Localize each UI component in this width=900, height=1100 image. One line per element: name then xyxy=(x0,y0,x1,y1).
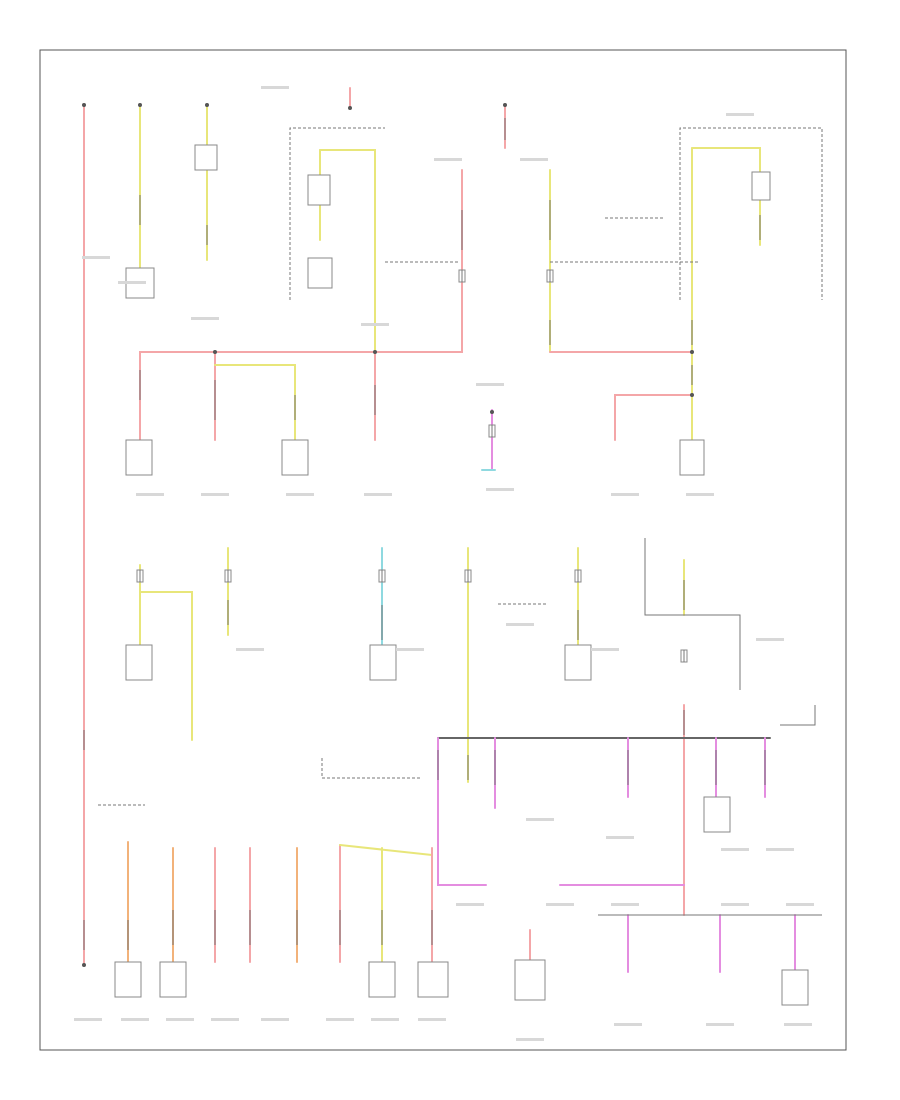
label-placeholder xyxy=(121,1018,149,1021)
component-box xyxy=(514,959,546,1001)
component-box xyxy=(125,439,153,476)
dashed-block-outline xyxy=(679,127,823,300)
label-placeholder xyxy=(526,818,554,821)
splice-nodes-layer xyxy=(82,103,694,967)
label-placeholder xyxy=(516,1038,544,1041)
splice-node xyxy=(205,103,209,107)
label-placeholder xyxy=(546,903,574,906)
label-placeholder xyxy=(361,323,389,326)
label-placeholder xyxy=(611,493,639,496)
label-placeholder xyxy=(286,493,314,496)
label-placeholder xyxy=(486,488,514,491)
components-layer xyxy=(114,144,809,1006)
splice-node xyxy=(138,103,142,107)
label-placeholder xyxy=(236,648,264,651)
label-placeholder xyxy=(686,493,714,496)
wire-yellow xyxy=(139,591,193,741)
wire-yellow xyxy=(339,844,433,856)
diagram-border xyxy=(39,49,847,1051)
splice-node xyxy=(82,103,86,107)
label-placeholder xyxy=(726,113,754,116)
label-placeholder xyxy=(721,848,749,851)
block-outline xyxy=(644,538,741,690)
label-placeholder xyxy=(756,638,784,641)
wire-yellow xyxy=(319,149,376,356)
component-box xyxy=(781,969,809,1006)
label-placeholder xyxy=(261,86,289,89)
label-placeholder xyxy=(74,1018,102,1021)
labels-layer xyxy=(74,86,814,1041)
label-placeholder xyxy=(520,158,548,161)
component-box xyxy=(751,171,771,201)
label-placeholder xyxy=(166,1018,194,1021)
label-placeholder xyxy=(476,383,504,386)
dashed-block-outline xyxy=(289,127,385,300)
component-box xyxy=(369,644,397,681)
wire-violet xyxy=(437,737,487,886)
splice-node xyxy=(373,350,377,354)
label-placeholder xyxy=(456,903,484,906)
label-placeholder xyxy=(614,1023,642,1026)
label-placeholder xyxy=(591,648,619,651)
component-box xyxy=(703,796,731,833)
splice-node xyxy=(348,106,352,110)
label-placeholder xyxy=(371,1018,399,1021)
label-placeholder xyxy=(201,493,229,496)
label-placeholder xyxy=(611,903,639,906)
splice-node xyxy=(690,393,694,397)
component-box xyxy=(307,174,331,206)
component-box xyxy=(564,644,592,681)
label-placeholder xyxy=(364,493,392,496)
dashed-block-outline xyxy=(321,758,420,779)
wire-pink xyxy=(614,394,693,441)
component-box xyxy=(159,961,187,998)
splice-node xyxy=(503,103,507,107)
label-placeholder xyxy=(766,848,794,851)
label-placeholder xyxy=(418,1018,446,1021)
label-placeholder xyxy=(784,1023,812,1026)
relay-box xyxy=(194,144,218,171)
label-placeholder xyxy=(118,281,146,284)
label-placeholder xyxy=(191,317,219,320)
component-box xyxy=(114,961,142,998)
label-placeholder xyxy=(434,158,462,161)
block-outline xyxy=(780,705,816,726)
label-placeholder xyxy=(506,623,534,626)
label-placeholder xyxy=(211,1018,239,1021)
splice-node xyxy=(690,350,694,354)
label-placeholder xyxy=(786,903,814,906)
splice-node xyxy=(490,410,494,414)
splice-node xyxy=(82,963,86,967)
label-placeholder xyxy=(136,493,164,496)
label-placeholder xyxy=(706,1023,734,1026)
component-box xyxy=(368,961,396,998)
wire-yellow xyxy=(691,147,761,246)
wires-layer xyxy=(83,87,796,973)
component-box xyxy=(125,644,153,681)
dashed-blocks-layer xyxy=(98,127,823,916)
label-placeholder xyxy=(82,256,110,259)
label-placeholder xyxy=(261,1018,289,1021)
label-placeholder xyxy=(396,648,424,651)
label-placeholder xyxy=(326,1018,354,1021)
component-box xyxy=(307,257,333,289)
label-placeholder xyxy=(606,836,634,839)
component-box xyxy=(281,439,309,476)
label-placeholder xyxy=(721,903,749,906)
splice-node xyxy=(213,350,217,354)
component-box xyxy=(679,439,705,476)
wire-yellow xyxy=(214,364,296,441)
component-box xyxy=(417,961,449,998)
wire-pink xyxy=(139,169,463,446)
